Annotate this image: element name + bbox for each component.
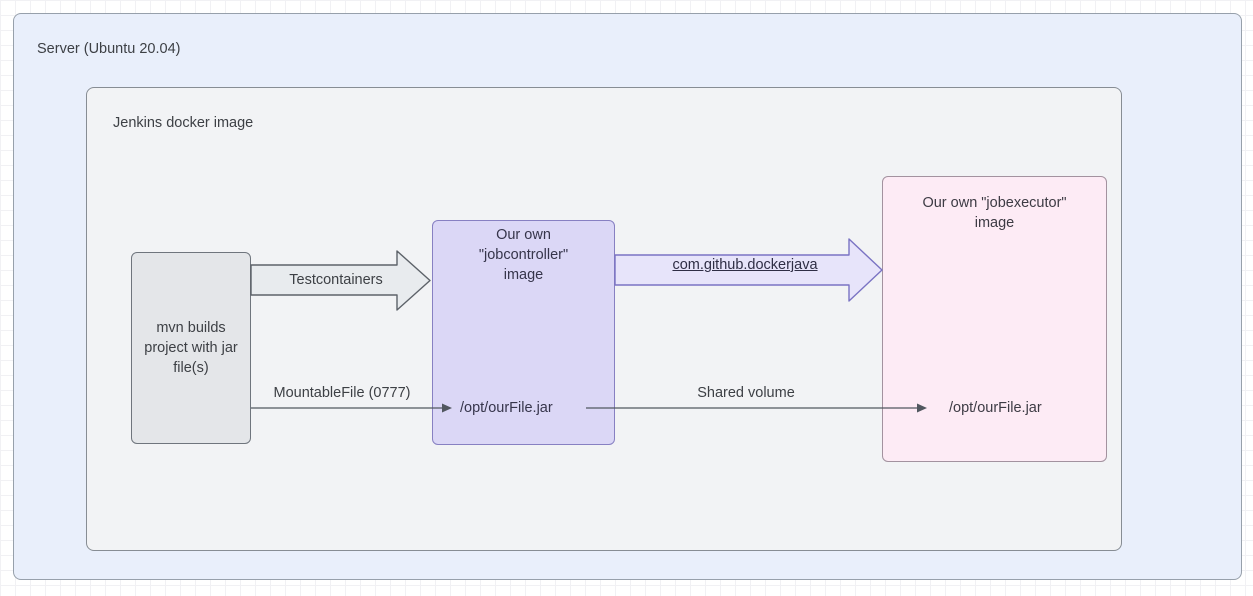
shared-volume-arrowhead [917,403,927,413]
mvn-builds-box: mvn builds project with jar file(s) [131,252,251,444]
dockerjava-arrow-shape [614,238,883,302]
jobcontroller-file-label: /opt/ourFile.jar [460,400,553,416]
dockerjava-link[interactable]: com.github.dockerjava [672,257,818,273]
jobcontroller-title: Our own "jobcontroller" image [478,227,569,283]
dockerjava-block-arrow [614,238,883,302]
mountablefile-arrow [251,403,452,413]
jobcontroller-image-box: Our own "jobcontroller" image /opt/ourFi… [432,220,615,445]
testcontainers-block-arrow [250,250,431,311]
testcontainers-arrow-shape [250,250,431,311]
testcontainers-label: Testcontainers [289,272,383,288]
shared-volume-arrow [586,403,927,413]
server-label: Server (Ubuntu 20.04) [37,41,181,57]
mountablefile-arrowhead [442,403,452,413]
jobexecutor-file-label: /opt/ourFile.jar [949,400,1042,416]
shared-volume-label: Shared volume [697,385,795,401]
jenkins-label: Jenkins docker image [113,115,254,131]
mountablefile-label: MountableFile (0777) [273,385,411,401]
jobexecutor-title: Our own "jobexecutor" image [922,195,1067,231]
mvn-builds-label: mvn builds project with jar file(s) [144,320,238,376]
jobexecutor-image-box: Our own "jobexecutor" image /opt/ourFile… [882,176,1107,462]
